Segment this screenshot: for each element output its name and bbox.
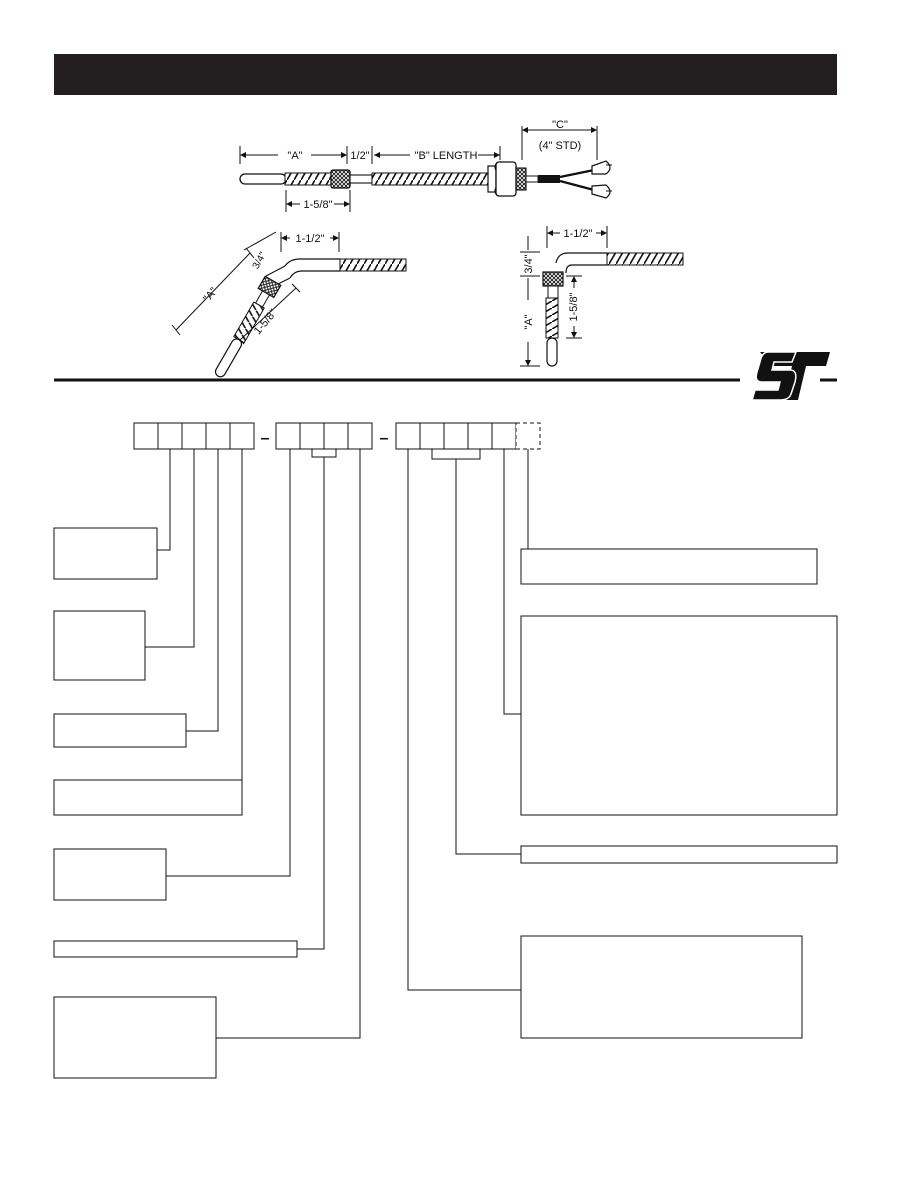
mounting-bushing: [495, 161, 517, 197]
description-box: [53, 610, 146, 681]
dim-label-half: 1/2": [350, 150, 369, 162]
logo-text: ST: [790, 395, 792, 397]
description-box: [520, 548, 818, 585]
probe-spring: [284, 172, 332, 186]
code-separator: –: [380, 430, 389, 447]
dim-label-one-five-eighths: 1-5/8": [304, 199, 333, 211]
knurled-nut: [330, 169, 351, 189]
dim-label-c: "C": [552, 119, 568, 131]
description-boxes-left: [53, 527, 298, 1079]
dim-label-right-one-half: 1-1/2": [564, 228, 593, 240]
description-box: [520, 935, 803, 1039]
dim-label-a: "A": [287, 150, 302, 162]
code-box: [323, 422, 349, 450]
description-boxes-right: [520, 548, 838, 1039]
shrink-tube: [538, 175, 560, 183]
header-bar: [54, 54, 837, 95]
right-angle-probe-diagram: 1-1/2" 3/4" "A" 1-5/8": [520, 226, 684, 367]
description-box: [53, 779, 243, 816]
dim-label-angled-a: "A": [201, 285, 220, 304]
description-box: [520, 845, 838, 864]
code-box-optional: [515, 422, 541, 450]
code-box: [157, 422, 183, 450]
description-box: [520, 615, 838, 816]
code-box: [299, 422, 325, 450]
code-box: [181, 422, 207, 450]
dim-label-b-length: "B" LENGTH: [415, 150, 478, 162]
lead-wire: [559, 168, 595, 179]
probe-tip: [239, 173, 287, 185]
code-box: [347, 422, 373, 450]
st-logo: ST: [750, 351, 830, 401]
description-box: [53, 848, 167, 901]
dim-label-c-std: (4" STD): [539, 140, 581, 152]
code-box: [205, 422, 231, 450]
code-box: [467, 422, 493, 450]
armored-cable: [371, 172, 491, 186]
dim-label-right-three-quarters: 3/4": [523, 254, 535, 273]
dim-label-angled-three-quarters: 3/4": [251, 250, 269, 271]
code-box: [443, 422, 469, 450]
code-box: [275, 422, 301, 450]
dim-label-right-one-five-eighths: 1-5/8": [568, 292, 580, 321]
code-box: [229, 422, 255, 450]
angled-probe-diagram: 1-1/2" 3/4" "A" 1-5/8": [171, 231, 407, 378]
code-box: [395, 422, 421, 450]
description-box: [53, 713, 187, 748]
leader-lines: [145, 449, 529, 1039]
code-separator: –: [261, 430, 270, 447]
code-box: [491, 422, 517, 450]
description-box: [53, 996, 217, 1079]
dim-label-angled-one-half: 1-1/2": [296, 233, 325, 245]
model-code: – –: [133, 422, 541, 460]
code-box: [419, 422, 445, 450]
description-box: [53, 527, 158, 580]
description-box: [53, 940, 298, 958]
straight-probe-diagram: "A" 1/2" "B" LENGTH "C" (4" STD) 1-5/8": [239, 119, 612, 212]
spade-terminal: [591, 160, 611, 175]
code-box: [133, 422, 159, 450]
dim-label-right-a: "A": [523, 314, 535, 329]
